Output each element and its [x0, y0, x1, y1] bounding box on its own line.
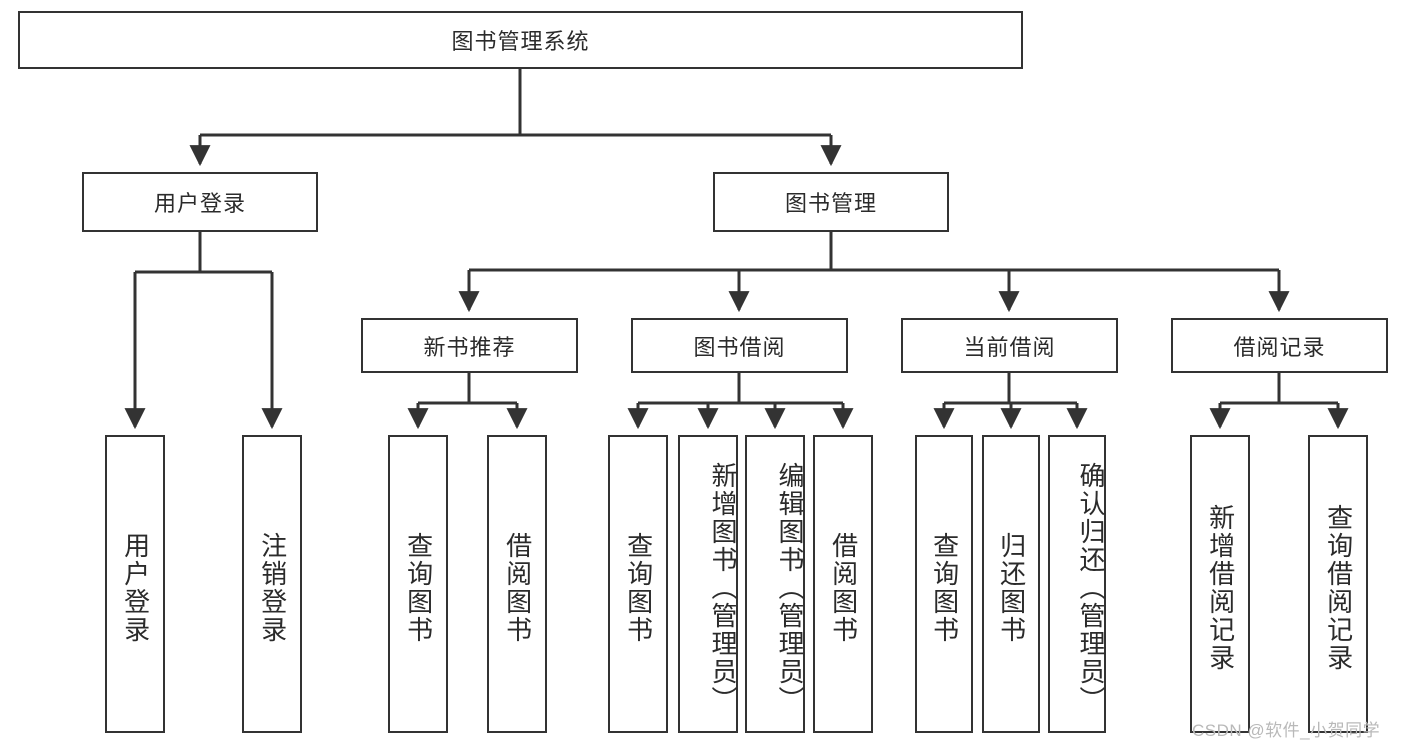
leaf-query-book-recommend[interactable]: 查询图书	[388, 435, 448, 733]
node-book-borrow[interactable]: 图书借阅	[631, 318, 848, 373]
leaf-borrow-book-recommend-label: 借阅图书	[502, 532, 533, 644]
leaf-query-book-recommend-label: 查询图书	[403, 532, 434, 644]
leaf-add-borrow-record[interactable]: 新增借阅记录	[1190, 435, 1250, 733]
leaf-logout[interactable]: 注销登录	[242, 435, 302, 733]
leaf-user-login[interactable]: 用户登录	[105, 435, 165, 733]
leaf-return-book[interactable]: 归还图书	[982, 435, 1040, 733]
leaf-add-book-label: 新增图书（管理员）	[708, 462, 738, 714]
leaf-logout-label: 注销登录	[257, 532, 288, 644]
leaf-query-book-current-label: 查询图书	[929, 532, 960, 644]
leaf-user-login-label: 用户登录	[120, 532, 151, 644]
node-current-borrow-label: 当前借阅	[963, 334, 1056, 360]
node-current-borrow[interactable]: 当前借阅	[901, 318, 1118, 373]
leaf-query-book-borrow[interactable]: 查询图书	[608, 435, 668, 733]
node-user-login-label: 用户登录	[153, 191, 246, 216]
leaf-edit-book-label: 编辑图书（管理员）	[775, 462, 805, 714]
node-borrow-records[interactable]: 借阅记录	[1171, 318, 1388, 373]
node-book-management[interactable]: 图书管理	[713, 172, 949, 232]
leaf-borrow-book-recommend[interactable]: 借阅图书	[487, 435, 547, 733]
node-new-book-recommend-label: 新书推荐	[423, 334, 516, 360]
leaf-query-borrow-record[interactable]: 查询借阅记录	[1308, 435, 1368, 733]
leaf-return-book-label: 归还图书	[996, 532, 1027, 644]
leaf-confirm-return[interactable]: 确认归还（管理员）	[1048, 435, 1106, 733]
leaf-add-book[interactable]: 新增图书（管理员）	[678, 435, 738, 733]
node-root[interactable]: 图书管理系统	[18, 11, 1023, 69]
node-user-login[interactable]: 用户登录	[82, 172, 318, 232]
leaf-edit-book[interactable]: 编辑图书（管理员）	[745, 435, 805, 733]
leaf-borrow-book[interactable]: 借阅图书	[813, 435, 873, 733]
node-borrow-records-label: 借阅记录	[1233, 334, 1326, 360]
leaf-query-book-current[interactable]: 查询图书	[915, 435, 973, 733]
csdn-watermark: CSDN @软件_小贺同学	[1192, 721, 1381, 740]
node-root-label: 图书管理系统	[451, 29, 590, 54]
leaf-confirm-return-label: 确认归还（管理员）	[1076, 462, 1106, 714]
node-book-borrow-label: 图书借阅	[693, 334, 786, 360]
leaf-add-borrow-record-label: 新增借阅记录	[1205, 504, 1236, 672]
leaf-query-borrow-record-label: 查询借阅记录	[1323, 504, 1354, 672]
node-new-book-recommend[interactable]: 新书推荐	[361, 318, 578, 373]
leaf-borrow-book-label: 借阅图书	[828, 532, 859, 644]
node-book-management-label: 图书管理	[784, 191, 877, 216]
leaf-query-book-borrow-label: 查询图书	[623, 532, 654, 644]
